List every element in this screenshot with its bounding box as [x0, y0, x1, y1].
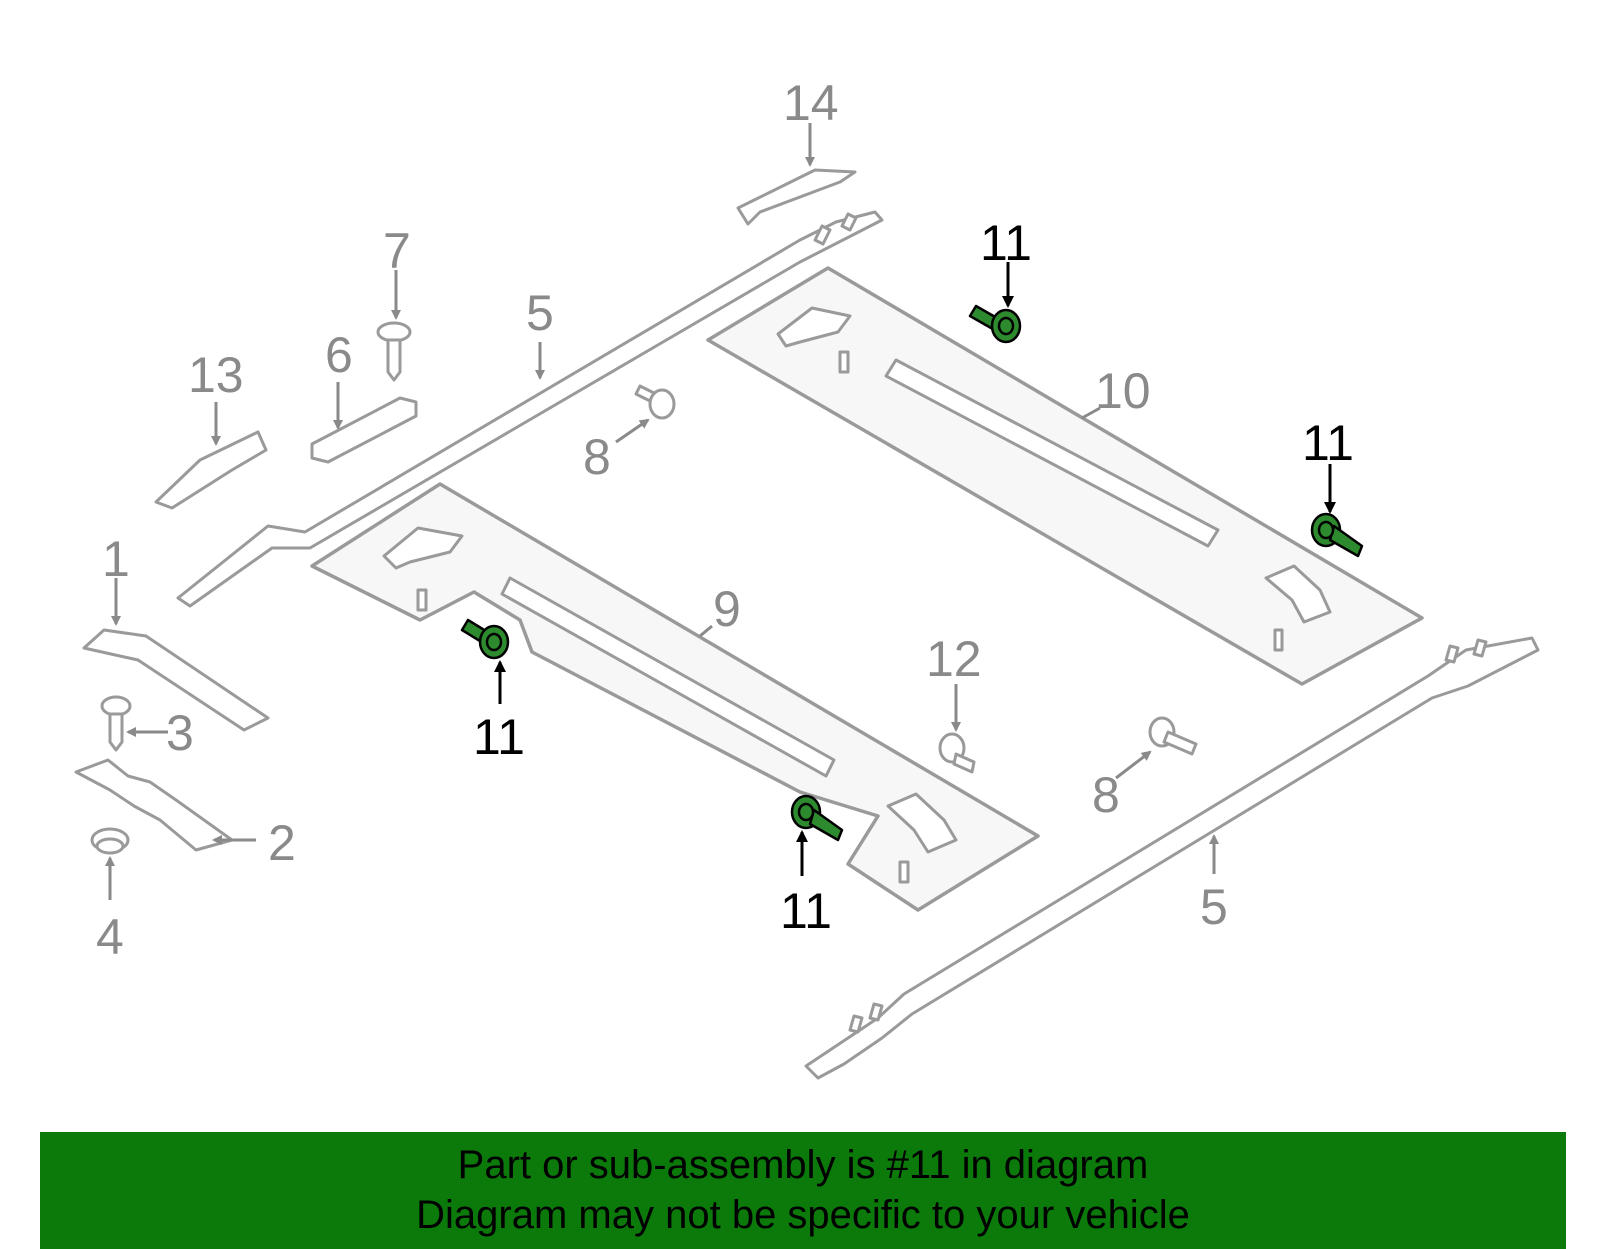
part-12-clip — [938, 732, 976, 774]
callout-3: 3 — [166, 705, 194, 761]
part-3-screw — [100, 695, 132, 752]
callout-4: 4 — [96, 909, 124, 965]
part-9-roof-bow — [310, 482, 1040, 912]
callout-7: 7 — [383, 223, 411, 279]
callout-5-lower: 5 — [1200, 879, 1228, 935]
banner-line-1: Part or sub-assembly is #11 in diagram — [457, 1143, 1149, 1187]
callout-13: 13 — [188, 347, 244, 403]
callout-8-lower: 8 — [1092, 767, 1120, 823]
callout-10: 10 — [1095, 363, 1151, 419]
callout-8-upper: 8 — [583, 429, 611, 485]
banner-line-2: Diagram may not be specific to your vehi… — [416, 1193, 1190, 1237]
part-1-trim — [82, 628, 270, 732]
callout-11-right: 11 — [1302, 415, 1354, 471]
part-5-rail-lower — [804, 636, 1540, 1080]
part-7-screw — [376, 321, 412, 382]
part-11-bolt-right — [1310, 512, 1364, 558]
callout-11-left: 11 — [473, 709, 525, 765]
part-6-bracket — [310, 396, 418, 464]
part-8-clip-upper — [634, 384, 676, 420]
callout-5-upper: 5 — [526, 285, 554, 341]
callout-6: 6 — [325, 327, 353, 383]
callout-9: 9 — [713, 581, 741, 637]
part-10-roof-bow — [706, 266, 1424, 686]
callout-12: 12 — [926, 631, 982, 687]
part-4-nut — [90, 827, 130, 855]
callout-11-upper: 11 — [980, 215, 1032, 271]
part-5-rail-upper — [176, 210, 884, 608]
part-11-bolt-left — [460, 618, 510, 660]
callout-11-lower: 11 — [780, 883, 832, 939]
callout-2: 2 — [268, 815, 296, 871]
part-11-bolt-upper — [968, 304, 1022, 344]
callout-14: 14 — [783, 75, 839, 131]
part-8-clip-lower — [1148, 716, 1198, 756]
callout-1: 1 — [102, 531, 130, 587]
part-13-cover — [154, 430, 268, 510]
info-banner: Part or sub-assembly is #11 in diagram D… — [40, 1132, 1566, 1249]
part-14-cover — [736, 168, 857, 226]
part-11-bolt-lower — [790, 794, 844, 842]
